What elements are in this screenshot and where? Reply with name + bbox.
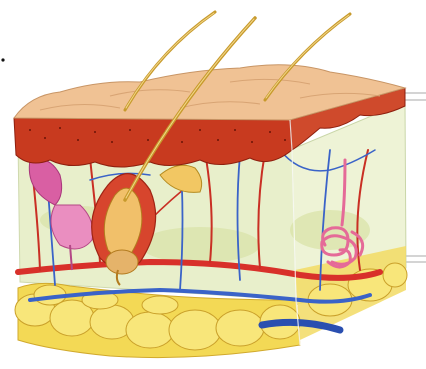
stray-dot [1,58,4,61]
